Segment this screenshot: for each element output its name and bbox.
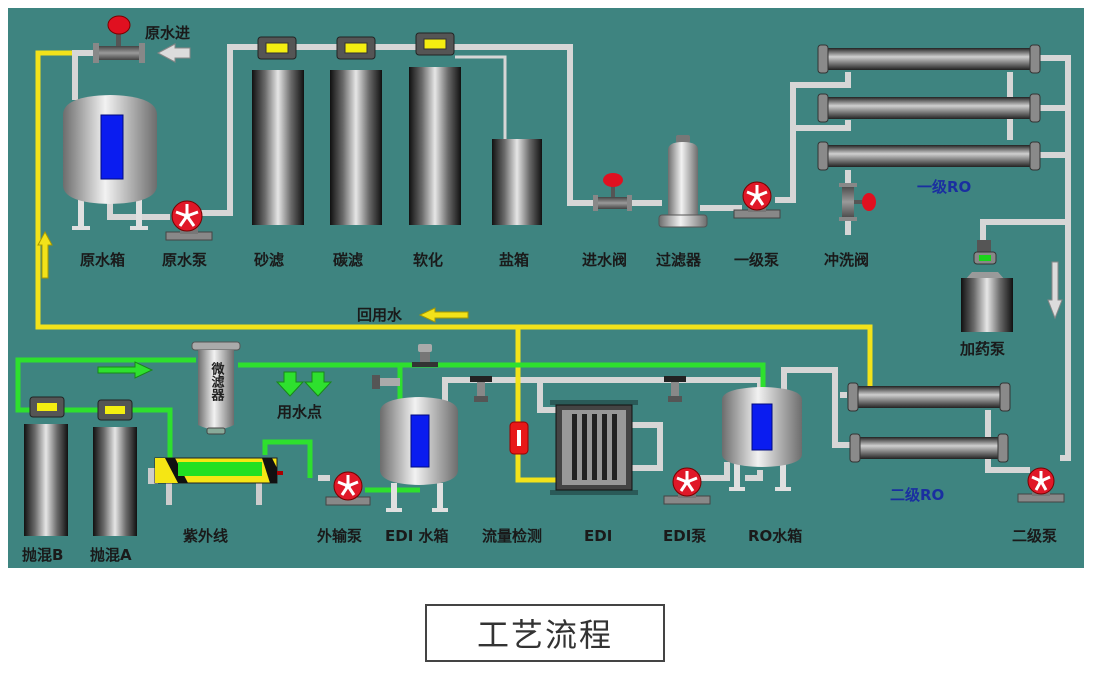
edi-pump-icon[interactable] xyxy=(663,467,711,505)
raw-water-inlet-valve-icon[interactable] xyxy=(93,15,145,63)
label-edi: EDI xyxy=(584,527,612,545)
level-indicator xyxy=(100,114,124,180)
uv-sterilizer[interactable] xyxy=(148,457,283,505)
label-stage2-ro: 二级RO xyxy=(890,486,944,504)
edi-tank-valve-icon[interactable] xyxy=(372,375,400,389)
stage2-ro-membrane-2[interactable] xyxy=(849,433,1009,463)
label-raw-water-pump: 原水泵 xyxy=(162,251,207,269)
raw-water-tank[interactable] xyxy=(63,95,157,230)
stage1-ro-membrane-3[interactable] xyxy=(817,141,1041,171)
pipes-return xyxy=(35,50,873,483)
label-ro-tank: RO水箱 xyxy=(748,527,802,545)
salt-tank[interactable] xyxy=(492,139,542,225)
edi-line-valve-1-icon[interactable] xyxy=(470,376,492,402)
micro-filter[interactable] xyxy=(191,341,241,435)
pipes-raw xyxy=(72,44,1071,481)
product-line-valve-icon[interactable] xyxy=(412,344,438,367)
label-flow-detect: 流量检测 xyxy=(482,527,542,545)
stage1-pump-icon[interactable] xyxy=(733,181,781,219)
flush-valve-icon[interactable] xyxy=(839,183,876,221)
caption-box: 工艺流程 xyxy=(425,604,665,662)
label-edi-tank: EDI 水箱 xyxy=(385,527,449,545)
label-raw-water-tank: 原水箱 xyxy=(80,251,125,269)
dosing-pump[interactable] xyxy=(961,240,1013,332)
inlet-valve-icon[interactable] xyxy=(593,173,632,211)
flow-meter[interactable] xyxy=(509,421,529,455)
ro-water-tank[interactable] xyxy=(722,387,802,491)
use-point-arrows xyxy=(275,371,333,397)
stage2-pump-icon[interactable] xyxy=(1017,467,1065,503)
level-indicator xyxy=(751,403,773,451)
sand-filter[interactable] xyxy=(252,36,304,225)
flow-arrow-raw-in xyxy=(156,43,191,63)
polish-mixed-bed-a[interactable] xyxy=(93,399,137,536)
label-polish-a: 抛混A xyxy=(90,546,132,564)
label-edi-pump: EDI泵 xyxy=(663,527,706,545)
label-filter: 过滤器 xyxy=(656,251,702,269)
softener[interactable] xyxy=(409,32,461,225)
edi-water-tank[interactable] xyxy=(380,397,458,512)
label-micro-filter: 微滤器 xyxy=(209,361,226,402)
stage1-ro-membrane-2[interactable] xyxy=(817,93,1041,123)
polish-mixed-bed-b[interactable] xyxy=(24,396,68,536)
label-stage2-pump: 二级泵 xyxy=(1012,527,1057,545)
label-salt-tank: 盐箱 xyxy=(499,251,529,269)
carbon-filter[interactable] xyxy=(330,36,382,225)
label-inlet-valve: 进水阀 xyxy=(582,251,627,269)
level-indicator xyxy=(410,414,430,468)
stage2-ro-membrane-1[interactable] xyxy=(847,382,1011,412)
flow-arrow-return-left xyxy=(418,307,469,323)
cartridge-filter[interactable] xyxy=(658,135,708,228)
label-softener: 软化 xyxy=(413,251,443,269)
label-dosing-pump: 加药泵 xyxy=(959,340,1005,358)
label-carbon-filter: 碳滤 xyxy=(333,251,363,269)
label-raw-water-in: 原水进 xyxy=(145,24,190,42)
stage1-ro-membrane-1[interactable] xyxy=(817,44,1041,74)
raw-water-pump-icon[interactable] xyxy=(165,200,213,241)
label-uv: 紫外线 xyxy=(183,527,228,545)
label-return-water: 回用水 xyxy=(357,306,403,324)
caption-title: 工艺流程 xyxy=(476,616,613,654)
label-use-point: 用水点 xyxy=(277,403,322,421)
edi-line-valve-2-icon[interactable] xyxy=(664,376,686,402)
delivery-pump-icon[interactable] xyxy=(325,471,371,506)
label-flush-valve: 冲洗阀 xyxy=(824,251,869,269)
flow-arrow-down-right xyxy=(1047,261,1063,320)
flow-arrow-return-up xyxy=(37,230,53,279)
label-sand-filter: 砂滤 xyxy=(254,251,284,269)
label-delivery-pump: 外输泵 xyxy=(316,527,362,545)
edi-module[interactable] xyxy=(550,400,638,495)
flow-arrow-product-right xyxy=(97,361,154,379)
label-stage1-ro: 一级RO xyxy=(917,178,971,196)
label-stage1-pump: 一级泵 xyxy=(734,251,779,269)
label-polish-b: 抛混B xyxy=(22,546,63,564)
